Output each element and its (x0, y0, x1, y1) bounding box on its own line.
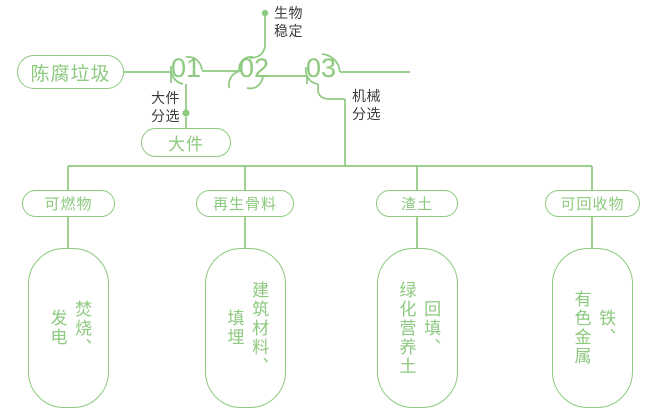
arc-stage02-lower-right (246, 75, 264, 90)
arc-stage02-lower-left-short (228, 70, 242, 89)
annotation-bulky-sorting: 大件 分选 (151, 90, 180, 124)
arc-stage02-upper-left (238, 56, 254, 71)
stage-number-03[interactable]: 03 (306, 53, 337, 83)
source-node-stale-waste[interactable]: 陈腐垃圾 (17, 55, 124, 89)
category-pill-recycled-aggregate[interactable]: 再生骨料 (196, 190, 294, 217)
annotation-mechanical-sorting: 机械 分选 (352, 88, 381, 122)
destination-box-recycled-aggregate-text: 建筑材料、 填埋 (224, 280, 269, 376)
annotation-biological-stabilization: 生物 稳定 (274, 5, 303, 39)
stage-number-01[interactable]: 01 (171, 53, 202, 83)
output-node-bulky[interactable]: 大件 (141, 128, 231, 157)
arc-stage01-lower-left (170, 65, 184, 85)
destination-box-recycled-aggregate[interactable]: 建筑材料、 填埋 (205, 248, 286, 408)
destination-box-combustibles-text: 焚烧、 发电 (47, 299, 92, 357)
arc-stage03-upper-right (321, 53, 341, 73)
category-pill-combustibles[interactable]: 可燃物 (22, 190, 115, 217)
source-node-label: 陈腐垃圾 (30, 63, 111, 85)
destination-box-recyclables-text: 铁、 有色金属 (571, 290, 616, 366)
destination-box-recyclables[interactable]: 铁、 有色金属 (552, 248, 633, 408)
destination-box-slag-soil-text: 回填、 绿化营养土 (396, 280, 441, 376)
category-pill-combustibles-label: 可燃物 (44, 196, 93, 213)
category-pill-slag-soil[interactable]: 渣土 (376, 190, 458, 217)
category-pill-slag-soil-label: 渣土 (400, 196, 433, 213)
destination-box-combustibles[interactable]: 焚烧、 发电 (28, 248, 109, 408)
arc-stage03-lower-left (305, 66, 319, 85)
output-node-bulky-label: 大件 (168, 135, 204, 154)
dot-bio-stable (261, 9, 269, 17)
stage-number-02[interactable]: 02 (239, 53, 270, 83)
category-pill-recyclables[interactable]: 可回收物 (545, 190, 640, 217)
dot-bulky-output (182, 109, 190, 117)
arc-stage01-upper-right (185, 56, 203, 71)
destination-box-slag-soil[interactable]: 回填、 绿化营养土 (377, 248, 458, 408)
category-pill-recycled-aggregate-label: 再生骨料 (212, 196, 277, 213)
wire-stage03-elbow-to-bus (317, 84, 345, 100)
arc-bio-stable-elbow (249, 43, 266, 59)
category-pill-recyclables-label: 可回收物 (560, 196, 625, 213)
